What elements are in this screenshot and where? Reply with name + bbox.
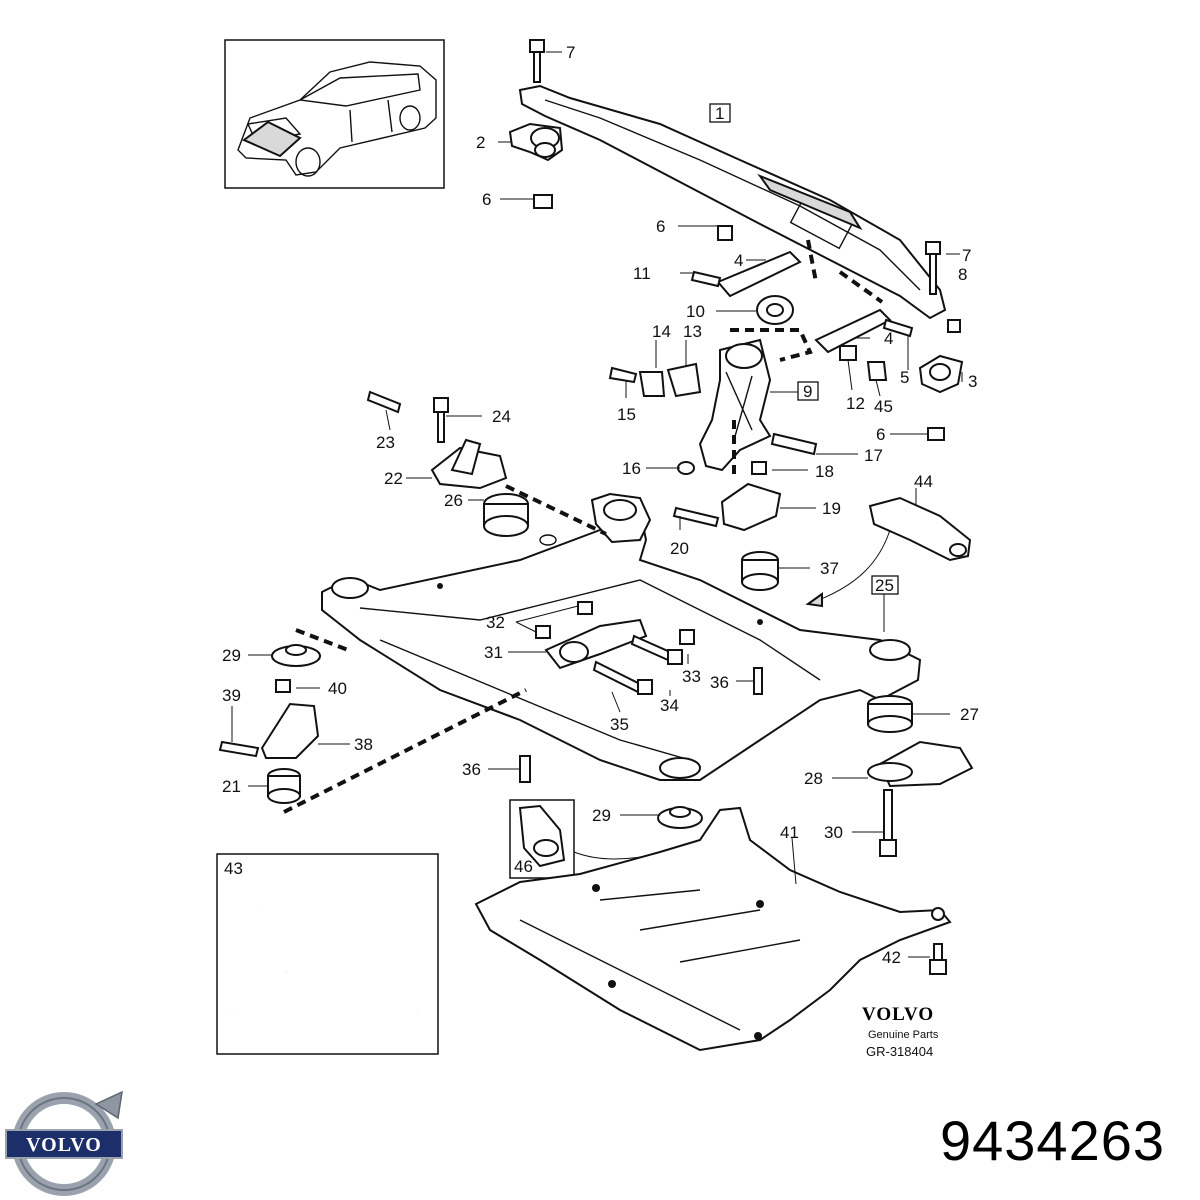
callout-42: 42 <box>882 948 901 967</box>
callout-9: 9 <box>803 382 812 401</box>
control-arm-bracket <box>535 601 695 695</box>
callout-8: 8 <box>958 265 967 284</box>
diagram-reference: GR-318404 <box>866 1044 933 1059</box>
callout-22: 22 <box>384 469 403 488</box>
callout-39: 39 <box>222 686 241 705</box>
callout-3: 3 <box>968 372 977 391</box>
upper-links <box>690 225 914 381</box>
callout-14: 14 <box>652 322 671 341</box>
brand-wordmark: VOLVO <box>862 1004 934 1025</box>
right-side-mounts <box>519 667 974 857</box>
callout-numbers: 7 1 2 6 6 4 7 8 11 10 14 13 4 5 3 15 9 1… <box>222 43 979 967</box>
callout-34: 34 <box>660 696 679 715</box>
callout-37: 37 <box>820 559 839 578</box>
front-mount-left <box>508 39 564 209</box>
brand-tagline: Genuine Parts <box>868 1029 939 1041</box>
bushing-29-46 <box>509 799 713 879</box>
callout-40: 40 <box>328 679 347 698</box>
callout-10: 10 <box>686 302 705 321</box>
callout-30: 30 <box>824 823 843 842</box>
torque-rod <box>608 338 818 475</box>
box-25 <box>871 575 899 595</box>
callout-36a: 36 <box>710 673 729 692</box>
callout-6a: 6 <box>482 190 491 209</box>
callout-17: 17 <box>864 446 883 465</box>
volvo-logo: VOLVO <box>5 1090 123 1196</box>
callout-7a: 7 <box>566 43 575 62</box>
callout-32: 32 <box>486 613 505 632</box>
callout-38: 38 <box>354 735 373 754</box>
callout-29b: 29 <box>592 806 611 825</box>
callout-5: 5 <box>900 368 909 387</box>
callout-44: 44 <box>914 472 933 491</box>
callout-15: 15 <box>617 405 636 424</box>
callout-45: 45 <box>874 397 893 416</box>
callout-2: 2 <box>476 133 485 152</box>
callout-12: 12 <box>846 394 865 413</box>
callout-41: 41 <box>780 823 799 842</box>
leader-lines <box>231 51 963 958</box>
upper-cross-member <box>518 84 947 320</box>
engine-mount-left <box>366 390 529 537</box>
callout-13: 13 <box>683 322 702 341</box>
callout-4b: 4 <box>884 329 893 348</box>
bracket-44 <box>805 496 972 608</box>
callout-29a: 29 <box>222 646 241 665</box>
callout-46: 46 <box>514 857 533 876</box>
callout-11: 11 <box>633 264 651 283</box>
callout-23: 23 <box>376 433 395 452</box>
callout-16: 16 <box>622 459 641 478</box>
hose-inset <box>216 853 439 1055</box>
callout-6b: 6 <box>656 217 665 236</box>
callout-28: 28 <box>804 769 823 788</box>
callout-35: 35 <box>610 715 629 734</box>
callout-25: 25 <box>875 576 894 595</box>
callout-36b: 36 <box>462 760 481 779</box>
callout-21: 21 <box>222 777 241 796</box>
callout-27: 27 <box>960 705 979 724</box>
callout-1: 1 <box>715 104 724 123</box>
callout-19: 19 <box>822 499 841 518</box>
callout-31: 31 <box>484 643 503 662</box>
front-mount-right <box>918 241 964 441</box>
splash-guard <box>474 806 952 1052</box>
callout-24: 24 <box>492 407 511 426</box>
callout-4a: 4 <box>734 251 743 270</box>
box-9 <box>797 381 819 401</box>
box-1 <box>709 103 731 123</box>
brand-block: VOLVO Genuine Parts GR-318404 <box>862 1004 939 1059</box>
car-inset <box>224 39 445 189</box>
dashed-guides <box>283 239 884 814</box>
callout-7b: 7 <box>962 246 971 265</box>
callout-43: 43 <box>224 859 243 878</box>
part-number: 9434263 <box>940 1109 1166 1172</box>
callout-26: 26 <box>444 491 463 510</box>
callout-18: 18 <box>815 462 834 481</box>
callout-6c: 6 <box>876 425 885 444</box>
callout-33: 33 <box>682 667 701 686</box>
logo-text: VOLVO <box>26 1134 102 1156</box>
callout-20: 20 <box>670 539 689 558</box>
engine-mount-right <box>672 461 782 591</box>
left-side-mounts <box>218 644 321 804</box>
